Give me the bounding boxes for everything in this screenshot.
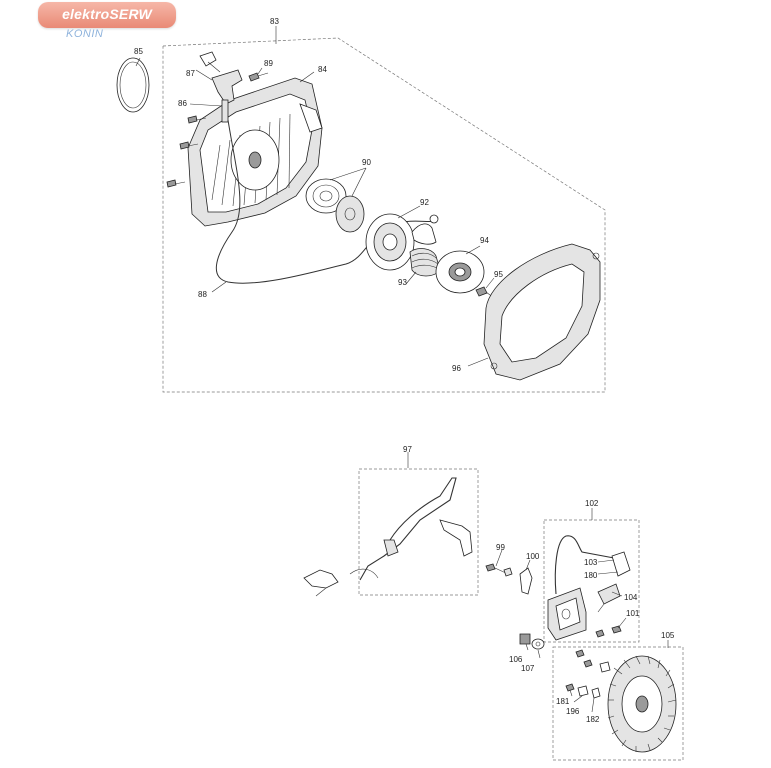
part-96-fan-cover [483, 243, 601, 381]
part-107-washer [531, 638, 545, 650]
leader-lines [135, 26, 669, 713]
label-87: 87 [186, 69, 195, 78]
label-196: 196 [566, 707, 580, 716]
housing-screws [166, 115, 207, 188]
label-97: 97 [403, 445, 412, 454]
part-103-spark-cap [611, 551, 631, 577]
group-105-frame [552, 646, 684, 761]
part-86-rope-guide [221, 99, 229, 123]
group-97-frame [358, 468, 479, 596]
label-104: 104 [624, 593, 638, 602]
part-106-nut [519, 633, 531, 645]
brand-logo-text: elektroSERW [62, 6, 152, 22]
part-95-bolt [475, 286, 495, 299]
part-97-wire-harness [303, 477, 473, 597]
part-105-flywheel [607, 655, 677, 753]
label-180: 180 [584, 571, 598, 580]
group-83-frame [162, 37, 606, 393]
part-84-starter-housing [187, 77, 323, 227]
part-90-spring-cassette [305, 178, 365, 233]
label-88: 88 [198, 290, 207, 299]
part-99-screw [485, 563, 513, 577]
label-105: 105 [661, 631, 675, 640]
label-99: 99 [496, 543, 505, 552]
part-102-ignition-coil [547, 535, 615, 641]
label-92: 92 [420, 198, 429, 207]
part-101-screws [595, 625, 622, 638]
label-101: 101 [626, 609, 640, 618]
part-87-starter-handle [199, 51, 243, 105]
label-85: 85 [134, 47, 143, 56]
brand-logo: elektroSERW [38, 2, 176, 28]
label-94: 94 [480, 236, 489, 245]
part-92-rope-pulley [365, 213, 439, 271]
label-90: 90 [362, 158, 371, 167]
label-102: 102 [585, 499, 599, 508]
part-93-spring [409, 248, 441, 277]
part-89-screw [248, 72, 269, 82]
label-84: 84 [318, 65, 327, 74]
label-181: 181 [556, 697, 570, 706]
label-100: 100 [526, 552, 540, 561]
label-95: 95 [494, 270, 503, 279]
label-83: 83 [270, 17, 279, 26]
part-94-starter-flange [435, 250, 485, 294]
group-102-frame [543, 519, 640, 643]
label-93: 93 [398, 278, 407, 287]
brand-city: KONIN [66, 28, 104, 40]
label-107: 107 [521, 664, 535, 673]
part-104-spark-plug [597, 583, 621, 613]
label-182: 182 [586, 715, 600, 724]
part-100-bracket [519, 567, 533, 595]
label-106: 106 [509, 655, 523, 664]
label-89: 89 [264, 59, 273, 68]
label-96: 96 [452, 364, 461, 373]
part-85-seal [116, 57, 150, 113]
label-86: 86 [178, 99, 187, 108]
label-103: 103 [584, 558, 598, 567]
flywheel-small-parts [565, 649, 611, 699]
